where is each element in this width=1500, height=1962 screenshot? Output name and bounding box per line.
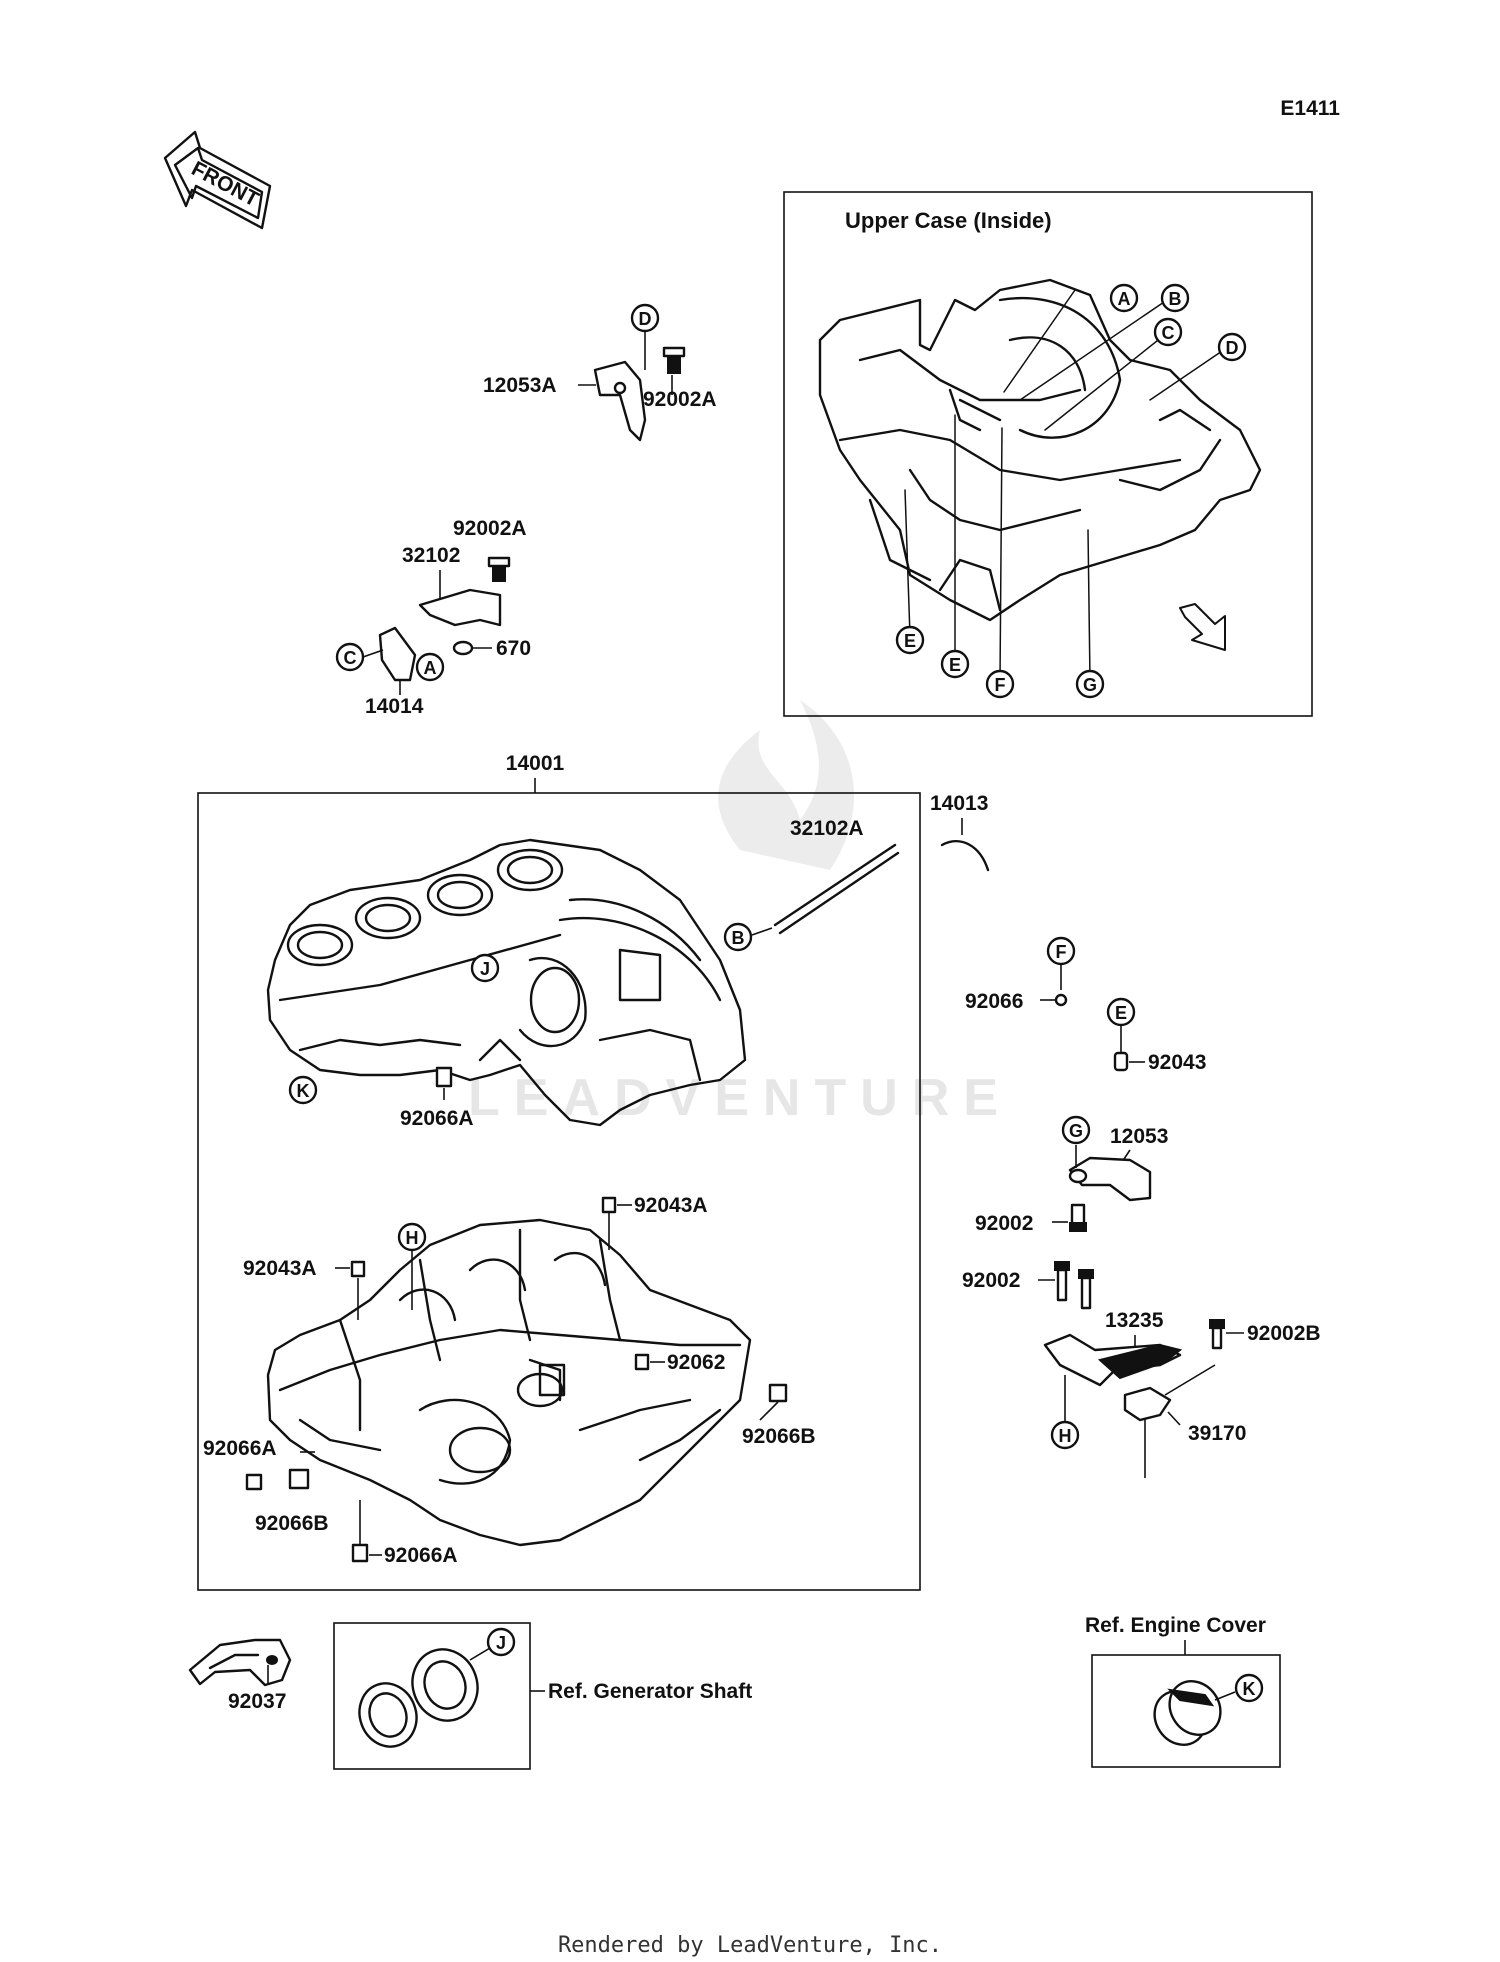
callout-g: G	[1069, 1121, 1083, 1141]
bracket-92037: 92037	[188, 1638, 292, 1713]
engine-cover-ref-box: Ref. Engine Cover K	[1085, 1614, 1281, 1768]
part-label-32102: 32102	[402, 544, 460, 567]
front-arrow-icon: FRONT	[163, 130, 272, 230]
part-label-12053: 12053	[1110, 1125, 1168, 1148]
callout-f: F	[995, 675, 1006, 695]
part-label-670: 670	[496, 637, 531, 660]
part-label-92002: 92002	[962, 1269, 1020, 1292]
part-label-92066B: 92066B	[742, 1425, 816, 1448]
generator-shaft-ref-box: J Ref. Generator Shaft	[333, 1622, 752, 1770]
callout-f: F	[1056, 942, 1067, 962]
ref-generator-shaft: Ref. Generator Shaft	[548, 1680, 752, 1703]
part-label-92066A: 92066A	[203, 1437, 277, 1460]
part-label-14001: 14001	[506, 752, 565, 775]
part-label-92043A: 92043A	[634, 1194, 708, 1217]
callout-a: A	[1118, 289, 1131, 309]
footer-credit: Rendered by LeadVenture, Inc.	[558, 1933, 942, 1958]
callout-e: E	[949, 655, 961, 675]
upper-case-callouts: A B C D E E F G	[895, 283, 1247, 699]
crankcase-assembly: 14001 32102A B J	[197, 752, 921, 1591]
part-label-92066: 92066	[965, 990, 1023, 1013]
part-label-32102A: 32102A	[790, 817, 864, 840]
upper-case-inset: Upper Case (Inside)	[783, 191, 1313, 717]
upper-case-drawing	[818, 278, 1262, 681]
part-label-92062: 92062	[667, 1351, 725, 1374]
callout-k: K	[1243, 1679, 1256, 1699]
part-label-92037: 92037	[228, 1690, 286, 1713]
ref-engine-cover: Ref. Engine Cover	[1085, 1614, 1266, 1637]
callout-e: E	[1115, 1003, 1127, 1023]
diagram-code: E1411	[1280, 97, 1340, 120]
part-label-92002B: 92002B	[1247, 1322, 1321, 1345]
watermark: LEADVENTURE	[468, 700, 1012, 1127]
part-label-12053A: 12053A	[483, 374, 557, 397]
part-label-92066A: 92066A	[400, 1107, 474, 1130]
part-label-92002A: 92002A	[643, 388, 717, 411]
callout-b: B	[732, 928, 745, 948]
callout-k: K	[297, 1081, 310, 1101]
callout-a: A	[424, 658, 437, 678]
callout-b: B	[1169, 289, 1182, 309]
part-label-92043A: 92043A	[243, 1257, 317, 1280]
upper-case-title: Upper Case (Inside)	[845, 208, 1052, 233]
part-label-92043: 92043	[1148, 1051, 1206, 1074]
part-label-13235: 13235	[1105, 1309, 1164, 1332]
part-label-92002: 92002	[975, 1212, 1033, 1235]
callout-g: G	[1083, 675, 1097, 695]
part-label-92002A: 92002A	[453, 517, 527, 540]
dowel-rod-32102A: 32102A	[751, 817, 900, 936]
callout-h: H	[406, 1228, 419, 1248]
callout-d: D	[639, 309, 652, 329]
part-label-14014: 14014	[365, 695, 424, 718]
bracket-12053A-group: D 12053A 92002A	[483, 303, 717, 442]
right-parts: 14013 F 92066 E 92043 G 12053 92002 9200…	[930, 792, 1321, 1478]
part-label-92066B: 92066B	[255, 1512, 329, 1535]
callout-e: E	[904, 631, 916, 651]
part-label-39170: 39170	[1188, 1422, 1246, 1445]
callout-h: H	[1059, 1426, 1072, 1446]
callout-c: C	[344, 648, 357, 668]
upper-crankcase-drawing	[266, 838, 747, 1127]
part-label-14013: 14013	[930, 792, 988, 815]
callout-j: J	[496, 1633, 506, 1653]
lower-crankcase-drawing	[266, 1218, 752, 1547]
callout-j: J	[480, 959, 490, 979]
callout-c: C	[1162, 323, 1175, 343]
part-label-92066A: 92066A	[384, 1544, 458, 1567]
bracket-32102-group: 92002A 32102 670 C A 14014	[335, 517, 531, 718]
callout-d: D	[1226, 338, 1239, 358]
watermark-text: LEADVENTURE	[468, 1069, 1012, 1127]
